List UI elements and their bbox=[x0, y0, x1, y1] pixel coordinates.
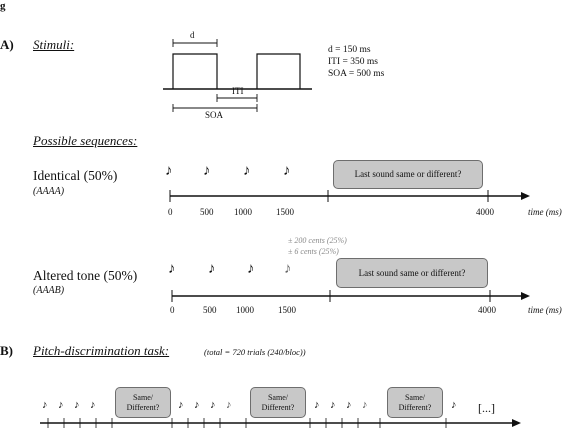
note-icon: ♪ bbox=[74, 399, 80, 411]
param-duration: d = 150 ms bbox=[328, 45, 371, 55]
note-icon: ♪ bbox=[208, 261, 216, 277]
note-icon: ♪ bbox=[283, 163, 291, 179]
panel-letter: g bbox=[0, 0, 6, 12]
note-icon: ♪ bbox=[314, 399, 320, 411]
stimuli-brackets bbox=[172, 39, 258, 112]
param-soa: SOA = 500 ms bbox=[328, 69, 385, 79]
box-line-1: Same/ bbox=[267, 392, 288, 402]
box-line-2: Different? bbox=[398, 402, 432, 412]
altered-question-box: Last sound same or different? bbox=[336, 258, 488, 288]
altered-tick-4000: 4000 bbox=[478, 305, 496, 315]
identical-tick-4000: 4000 bbox=[476, 207, 494, 217]
stimulus-params: d = 150 ms ITI = 350 ms SOA = 500 ms bbox=[328, 44, 384, 80]
note-icon: ♪ bbox=[168, 261, 176, 277]
param-iti: ITI = 350 ms bbox=[328, 57, 378, 67]
note-icon: ♪ bbox=[247, 261, 255, 277]
note-icon: ♪ bbox=[210, 399, 216, 411]
note-icon: ♪ bbox=[203, 163, 211, 179]
ellipsis: [...] bbox=[478, 401, 495, 415]
note-icon: ♪ bbox=[165, 163, 173, 179]
box-line-2: Different? bbox=[261, 402, 295, 412]
section-a-label: A) bbox=[0, 37, 14, 52]
altered-code: (AAAB) bbox=[33, 285, 65, 296]
box-line-2: Different? bbox=[126, 402, 160, 412]
altered-tick-0: 0 bbox=[170, 305, 175, 315]
note-icon: ♪ bbox=[58, 399, 64, 411]
altered-tick-500: 500 bbox=[203, 305, 217, 315]
identical-tick-0: 0 bbox=[168, 207, 173, 217]
task-heading: Pitch-discrimination task: bbox=[33, 343, 170, 358]
altered-note-icon: ♪ bbox=[226, 399, 232, 411]
identical-tick-1000: 1000 bbox=[234, 207, 252, 217]
deviant-note-6: ± 6 cents (25%) bbox=[288, 247, 339, 256]
stimuli-waveform bbox=[163, 53, 312, 90]
d-label: d bbox=[190, 30, 195, 40]
identical-name: Identical (50%) bbox=[33, 168, 118, 183]
task-timeline bbox=[40, 419, 521, 427]
identical-question-box: Last sound same or different? bbox=[333, 160, 483, 189]
altered-name: Altered tone (50%) bbox=[33, 268, 138, 283]
note-icon: ♪ bbox=[243, 163, 251, 179]
altered-timeline bbox=[171, 290, 530, 302]
altered-tick-1500: 1500 bbox=[278, 305, 296, 315]
altered-time-label: time (ms) bbox=[528, 305, 562, 315]
note-icon: ♪ bbox=[42, 399, 48, 411]
possible-sequences-heading: Possible sequences: bbox=[33, 133, 138, 148]
identical-code: (AAAA) bbox=[33, 186, 65, 197]
note-icon: ♪ bbox=[451, 399, 457, 411]
identical-tick-1500: 1500 bbox=[276, 207, 294, 217]
box-line-1: Same/ bbox=[404, 392, 425, 402]
altered-note-icon: ♪ bbox=[284, 261, 292, 277]
task-subtitle: (total = 720 trials (240/bloc)) bbox=[204, 347, 306, 357]
note-icon: ♪ bbox=[346, 399, 352, 411]
task-question-box: Same/Different? bbox=[250, 387, 306, 418]
note-icon: ♪ bbox=[330, 399, 336, 411]
soa-label: SOA bbox=[205, 110, 224, 120]
note-icon: ♪ bbox=[90, 399, 96, 411]
section-b-label: B) bbox=[0, 343, 13, 358]
box-line-1: Same/ bbox=[132, 392, 153, 402]
iti-label: ITI bbox=[232, 86, 244, 96]
altered-note-icon: ♪ bbox=[362, 399, 368, 411]
identical-time-label: time (ms) bbox=[528, 207, 562, 217]
task-timeline-ticks bbox=[47, 418, 447, 428]
identical-timeline bbox=[169, 190, 530, 202]
task-question-box: Same/Different? bbox=[387, 387, 443, 418]
altered-tick-1000: 1000 bbox=[236, 305, 254, 315]
note-icon: ♪ bbox=[178, 399, 184, 411]
stimuli-heading: Stimuli: bbox=[33, 37, 75, 52]
note-icon: ♪ bbox=[194, 399, 200, 411]
identical-tick-500: 500 bbox=[200, 207, 214, 217]
deviant-note-200: ± 200 cents (25%) bbox=[288, 236, 347, 245]
task-question-box: Same/Different? bbox=[115, 387, 171, 418]
